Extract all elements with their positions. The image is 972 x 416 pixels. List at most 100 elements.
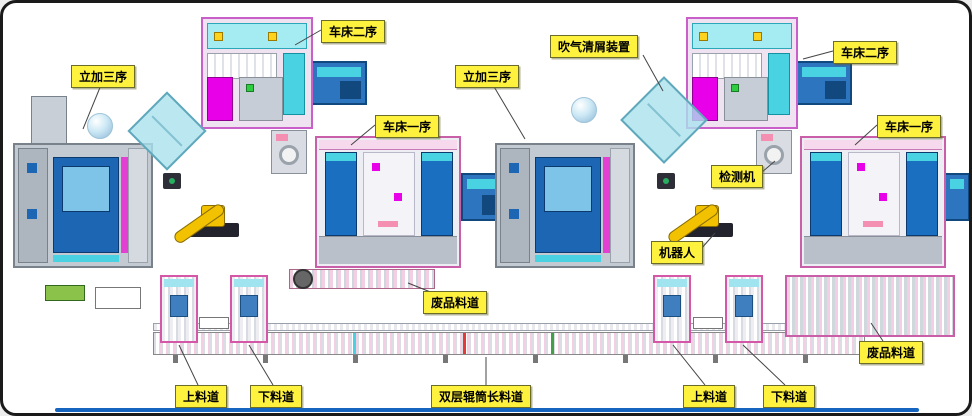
machine-part [422, 153, 452, 161]
control-box [95, 287, 141, 309]
tool-tower [31, 96, 67, 144]
machine-part [804, 236, 942, 264]
machine-part [363, 152, 415, 236]
machine-part [768, 53, 790, 115]
machine-part [340, 81, 361, 99]
robot-part [169, 178, 175, 184]
gear-wheel [293, 269, 313, 289]
scrap-conveyor-left [289, 269, 435, 289]
label-lathe-seq1-left: 车床一序 [375, 115, 440, 138]
machine-part [950, 179, 964, 189]
machine-part [170, 295, 188, 317]
robot-right [655, 165, 750, 246]
machine-part [214, 32, 223, 41]
machine-part [234, 279, 264, 287]
machine-part [735, 295, 753, 317]
machine-part [657, 279, 687, 287]
label-robot: 机器人 [651, 241, 704, 264]
machine-part [811, 153, 841, 161]
machine-part [724, 77, 768, 121]
robot-gripper [657, 173, 675, 189]
machine-part [764, 145, 784, 165]
machine-part [317, 67, 361, 77]
conveyor-arm-right-mid [944, 173, 969, 221]
conveyor-leg [623, 355, 628, 363]
machine-part [128, 148, 148, 263]
machine-part [907, 153, 937, 161]
label-unload-right: 下料道 [763, 385, 816, 408]
machine-part [239, 77, 283, 121]
conveyor-mark [463, 333, 466, 354]
unload-tower-right [725, 275, 763, 343]
conveyor-arm-right-top [796, 61, 852, 105]
machine-part [729, 279, 759, 287]
conveyor-leg [533, 355, 538, 363]
robot-gripper [163, 173, 181, 189]
pallet-box [45, 285, 85, 301]
conveyor-leg [173, 355, 178, 363]
machine-part [848, 152, 900, 236]
machine-part [603, 157, 610, 253]
machine-part [535, 255, 601, 262]
machine-part [164, 279, 194, 287]
lathe-seq2-machine-left [201, 17, 313, 129]
machine-part [500, 148, 530, 263]
machine-part [240, 295, 258, 317]
machine-window [544, 166, 592, 212]
machine-window [62, 166, 110, 212]
label-long-conveyor: 双层辊筒长料道 [431, 385, 532, 408]
machine-part [481, 195, 497, 215]
machine-part [27, 209, 37, 219]
label-detector: 检测机 [711, 165, 764, 188]
machine-part [731, 84, 739, 92]
lathe-seq1-machine-right [800, 136, 946, 268]
machine-part [421, 152, 453, 236]
conveyor-mark [353, 333, 356, 354]
conveyor-leg [353, 355, 358, 363]
machine-part [863, 221, 883, 227]
machine-part [699, 32, 708, 41]
load-tower-left [160, 275, 198, 343]
lathe-seq1-machine-left [315, 136, 461, 268]
vmc-machine-left [13, 143, 153, 268]
leader-line [802, 50, 834, 60]
machine-part [246, 84, 254, 92]
machine-part [378, 221, 398, 227]
label-blow-device: 吹气清屑装置 [550, 35, 639, 58]
conveyor-mark [551, 333, 554, 354]
machine-part [207, 53, 277, 79]
label-vmc-left: 立加三序 [71, 65, 136, 88]
conveyor-leg [263, 355, 268, 363]
vmc-machine-right [495, 143, 635, 268]
label-load-right: 上料道 [683, 385, 736, 408]
label-vmc-right: 立加三序 [455, 65, 520, 88]
machine-part [692, 23, 792, 49]
machine-part [319, 140, 457, 150]
machine-part [53, 157, 119, 253]
machine-part [27, 163, 37, 173]
detector-unit-left [271, 130, 307, 174]
scrap-conveyor-right [785, 275, 955, 337]
machine-part [207, 23, 307, 49]
machine-part [753, 32, 762, 41]
sphere-part-left [87, 113, 113, 139]
machine-part [326, 153, 356, 161]
machine-part [802, 67, 846, 77]
machine-part [121, 157, 128, 253]
label-scrap-right: 废品料道 [859, 341, 924, 364]
machine-part [647, 102, 682, 137]
machine-part [268, 32, 277, 41]
label-lathe-seq2-right: 车床二序 [833, 41, 898, 64]
machine-part [394, 193, 402, 201]
machine-part [325, 152, 357, 236]
machine-part [372, 163, 380, 171]
bottom-border-line [55, 408, 919, 412]
conveyor-leg [803, 355, 808, 363]
leader-line [492, 84, 526, 140]
machine-part [663, 295, 681, 317]
machine-part [509, 209, 519, 219]
conveyor-arm-left-top [311, 61, 367, 105]
machine-part [692, 53, 762, 79]
machine-part [810, 152, 842, 236]
